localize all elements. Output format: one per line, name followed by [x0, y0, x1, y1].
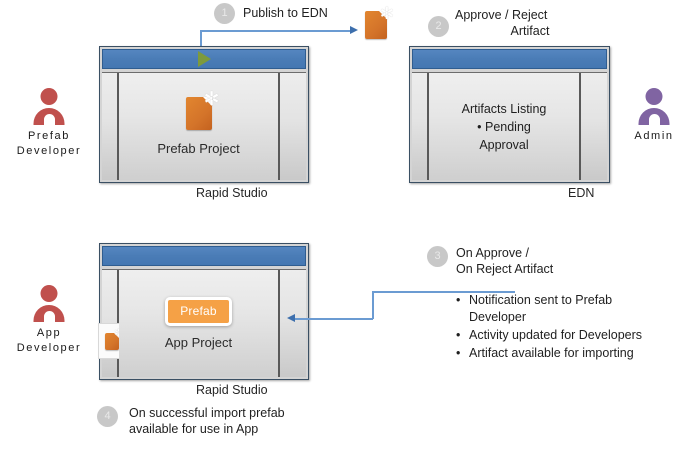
window-titlebar	[102, 49, 306, 69]
window-app-rapid-studio[interactable]: ✲ Prefab App Project	[98, 243, 309, 380]
project-label: App Project	[164, 335, 233, 350]
window-body: Artifacts Listing • Pending Approval	[412, 72, 607, 180]
step-label-1: Publish to EDN	[243, 6, 328, 20]
artifacts-listing-bullet: • Pending	[462, 118, 547, 136]
step-label-2-line2: Artifact	[510, 24, 550, 38]
artifacts-listing-block: Artifacts Listing • Pending Approval	[462, 100, 547, 154]
connector-3-horizontal-bottom	[295, 318, 373, 320]
persona-label-line1: Admin	[634, 130, 674, 142]
window-footer-label-edn: EDN	[568, 186, 595, 200]
main-pane: Artifacts Listing • Pending Approval	[429, 73, 579, 180]
persona-label-line1: Prefab	[27, 130, 70, 142]
artifacts-listing-heading: Artifacts Listing	[461, 101, 547, 116]
outcome-text-line2: Developer	[469, 310, 526, 324]
persona-prefab-developer: Prefab Developer	[10, 88, 88, 158]
outcome-bullet-list: • Notification sent to Prefab Developer …	[456, 292, 692, 363]
outcome-text-line1: Activity updated for Developers	[469, 328, 643, 342]
connector-3-vertical	[372, 291, 374, 319]
connector-1-vertical	[200, 30, 202, 60]
person-icon	[631, 88, 677, 128]
persona-label-line2: Developer	[16, 342, 82, 354]
window-footer-label-rapid-studio-bottom: Rapid Studio	[196, 383, 268, 397]
persona-app-developer: App Developer	[10, 285, 88, 355]
sidebar-artifact-icon: ✲	[104, 328, 123, 350]
list-item: • Activity updated for Developers	[456, 327, 692, 344]
artifacts-listing-bullet-text-2: Approval	[479, 137, 529, 152]
persona-label-line1: App	[36, 327, 62, 339]
window-body: ✲ Prefab Project	[102, 72, 306, 180]
window-body: ✲ Prefab App Project	[98, 269, 306, 377]
step-badge-2: 2	[428, 16, 449, 37]
persona-label-line2: Developer	[16, 145, 82, 157]
outcome-text-line1: Artifact available for importing	[469, 346, 634, 360]
prefab-artifact-icon: ✲	[185, 90, 220, 130]
connector-3-arrowhead	[287, 314, 295, 322]
list-item: • Notification sent to Prefab Developer	[456, 292, 692, 326]
prefab-badge[interactable]: Prefab	[165, 297, 232, 326]
persona-admin: Admin	[618, 88, 690, 143]
step-label-4-line2: available for use in App	[129, 422, 259, 436]
left-pane	[102, 73, 119, 180]
window-edn[interactable]: Artifacts Listing • Pending Approval	[409, 46, 610, 183]
window-footer-label-rapid-studio-top: Rapid Studio	[196, 186, 268, 200]
right-pane	[278, 73, 306, 180]
main-pane: Prefab App Project	[119, 270, 278, 377]
left-pane: ✲	[98, 270, 125, 377]
step-badge-3: 3	[427, 246, 448, 267]
project-label: Prefab Project	[157, 141, 240, 156]
main-pane: ✲ Prefab Project	[119, 73, 278, 180]
step-label-2-line1: Approve / Reject	[455, 8, 548, 22]
window-titlebar	[102, 246, 306, 266]
artifact-burst-icon: ✲	[379, 4, 394, 23]
published-artifact-icon: ✲	[365, 5, 394, 39]
right-pane	[278, 270, 306, 377]
bullet-icon: •	[456, 328, 461, 342]
step-label-4-line1: On successful import prefab	[129, 406, 285, 420]
window-prefab-rapid-studio[interactable]: ✲ Prefab Project	[99, 46, 309, 183]
step-badge-4: 4	[97, 406, 118, 427]
left-pane	[412, 73, 429, 180]
bullet-icon: •	[456, 293, 461, 307]
bullet-icon: •	[456, 346, 461, 360]
outcome-text-line1: Notification sent to Prefab	[469, 293, 613, 307]
bullet-icon: •	[477, 119, 482, 134]
artifact-burst-icon: ✲	[203, 89, 220, 110]
artifacts-listing-bullet-text: Pending	[484, 119, 531, 134]
step-label-3-line1: On Approve /	[456, 246, 529, 260]
connector-3-horizontal-top	[372, 291, 515, 293]
connector-1-arrowhead	[350, 26, 358, 34]
window-titlebar	[412, 49, 607, 69]
person-icon	[26, 285, 72, 325]
step-label-3-line2: On Reject Artifact	[456, 262, 554, 276]
right-pane	[579, 73, 607, 180]
step-badge-1: 1	[214, 3, 235, 24]
artifact-burst-icon: ✲	[114, 328, 122, 339]
person-icon	[26, 88, 72, 128]
list-item: • Artifact available for importing	[456, 345, 692, 362]
connector-1-horizontal	[200, 30, 352, 32]
play-icon[interactable]	[197, 51, 211, 67]
